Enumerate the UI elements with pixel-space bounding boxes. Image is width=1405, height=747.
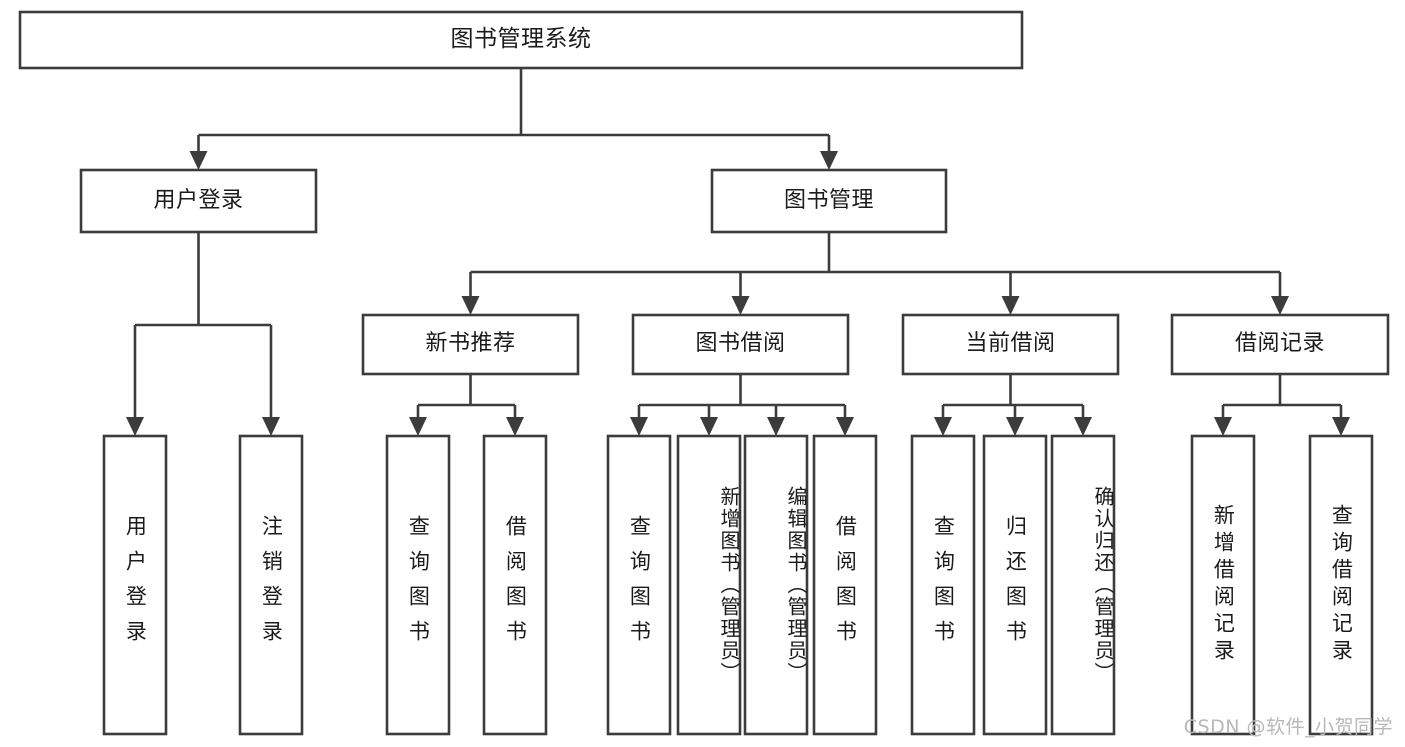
- node-box-root[interactable]: [18, 10, 1024, 70]
- node-box-borrow-records[interactable]: [1170, 313, 1390, 376]
- arrowhead-current-borrow: [1001, 296, 1020, 315]
- arrowhead-leaf-confirm-return-admin: [1074, 417, 1092, 436]
- arrowhead-leaf-borrow-book: [836, 417, 854, 436]
- node-box-leaf-add-book-admin[interactable]: [676, 434, 742, 736]
- arrowhead-book-management: [820, 151, 838, 170]
- arrowhead-leaf-user-login: [126, 417, 144, 436]
- node-box-leaf-borrow-book[interactable]: [812, 434, 878, 736]
- arrowhead-book-borrow: [731, 296, 750, 315]
- arrowhead-leaf-edit-book-admin: [767, 417, 785, 436]
- arrowhead-user-login: [189, 151, 208, 170]
- node-box-leaf-query-borrow-record[interactable]: [1308, 434, 1374, 736]
- arrowhead-leaf-add-book-admin: [700, 417, 718, 436]
- node-box-new-book-recommend[interactable]: [361, 313, 580, 376]
- node-box-leaf-query-book-recommend[interactable]: [385, 434, 451, 736]
- node-box-book-management[interactable]: [710, 168, 948, 234]
- node-box-user-login[interactable]: [79, 168, 318, 234]
- node-box-leaf-return-book[interactable]: [982, 434, 1048, 736]
- node-box-book-borrow[interactable]: [631, 313, 850, 376]
- arrowhead-leaf-return-book: [1006, 417, 1024, 436]
- node-box-leaf-query-book-current[interactable]: [910, 434, 976, 736]
- arrowhead-leaf-borrow-book-recommend: [506, 417, 524, 436]
- node-box-leaf-user-login[interactable]: [102, 434, 168, 736]
- node-box-leaf-confirm-return-admin[interactable]: [1050, 434, 1116, 736]
- connector-layer: [126, 68, 1350, 436]
- arrowhead-leaf-query-book-borrow: [630, 417, 648, 436]
- node-box-leaf-query-book-borrow[interactable]: [606, 434, 672, 736]
- node-box-leaf-add-borrow-record[interactable]: [1190, 434, 1256, 736]
- arrowhead-leaf-query-book-recommend: [409, 417, 427, 436]
- arrowhead-leaf-logout-login: [262, 417, 280, 436]
- arrowhead-leaf-add-borrow-record: [1214, 417, 1232, 436]
- node-box-leaf-logout-login[interactable]: [238, 434, 304, 736]
- node-box-layer: [18, 10, 1390, 736]
- node-box-leaf-borrow-book-recommend[interactable]: [482, 434, 548, 736]
- arrowhead-borrow-records: [1271, 296, 1289, 315]
- node-box-current-borrow[interactable]: [901, 313, 1120, 376]
- arrowhead-leaf-query-borrow-record: [1332, 417, 1350, 436]
- arrowhead-leaf-query-book-current: [934, 417, 952, 436]
- node-box-leaf-edit-book-admin[interactable]: [743, 434, 809, 736]
- arrowhead-new-book-recommend: [461, 296, 480, 315]
